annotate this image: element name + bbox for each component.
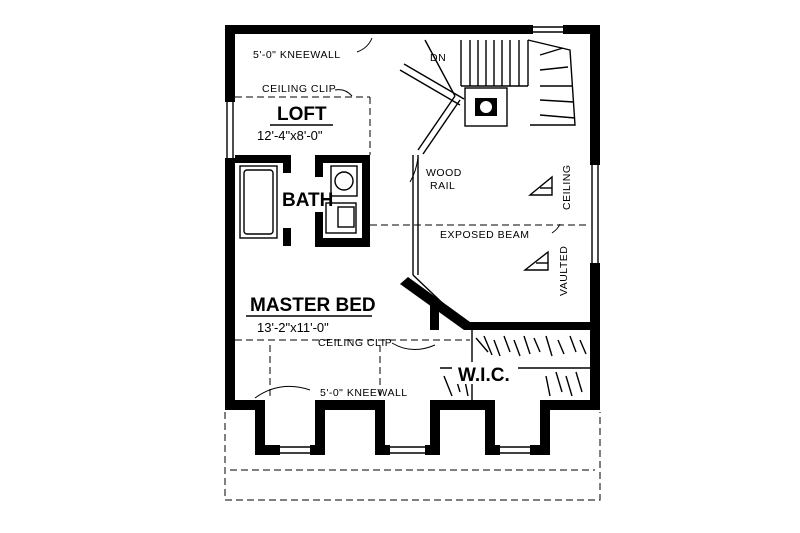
annotation-leaders xyxy=(254,37,561,399)
exposed-beam-label: EXPOSED BEAM xyxy=(440,229,529,241)
vaulted-vertical-label: VAULTED xyxy=(558,246,570,296)
stair-down-label: DN xyxy=(430,52,446,64)
rail-label: RAIL xyxy=(430,180,455,192)
exterior-walls xyxy=(223,23,602,410)
kneewall-note-top: 5'-0" KNEEWALL xyxy=(253,49,341,61)
ceiling-vertical-label: CEILING xyxy=(561,164,573,210)
wood-label: WOOD xyxy=(426,167,462,179)
ceiling-clip-note-top: CEILING CLIP xyxy=(262,83,336,95)
master-bed-room-name: MASTER BED xyxy=(250,295,376,316)
kneewall-note-bottom: 5'-0" KNEEWALL xyxy=(320,387,408,399)
master-bed-dimensions: 13'-2"x11'-0" xyxy=(257,320,329,335)
dormer-walls xyxy=(224,400,601,501)
bath-room-name: BATH xyxy=(282,190,333,211)
vaulted-ceiling-symbols xyxy=(522,175,553,271)
bedroom-kneewall xyxy=(235,339,470,400)
loft-dimensions: 12'-4"x8'-0" xyxy=(257,128,323,143)
ceiling-clip-note-bottom: CEILING CLIP xyxy=(318,337,392,349)
staircase xyxy=(399,39,576,316)
loft-lines xyxy=(235,96,590,226)
wic-room-name: W.I.C. xyxy=(458,365,510,386)
loft-room-name: LOFT xyxy=(277,104,327,125)
bath-walls xyxy=(235,155,370,247)
